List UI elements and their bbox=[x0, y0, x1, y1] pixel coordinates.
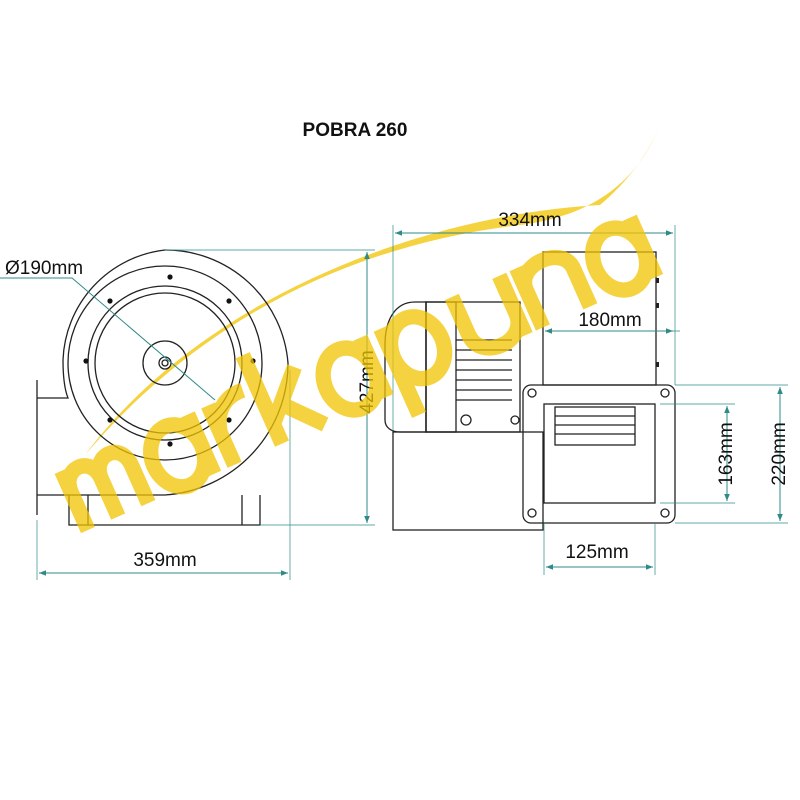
front-view bbox=[36, 249, 289, 526]
watermark-logo bbox=[54, 214, 664, 534]
dimension-width-359: 359mm bbox=[133, 550, 196, 571]
dimension-flange-220: 220mm bbox=[769, 422, 790, 485]
dimension-housing-180: 180mm bbox=[578, 310, 641, 331]
dimension-diameter-190: Ø190mm bbox=[5, 258, 83, 279]
dimension-outlet-163: 163mm bbox=[716, 422, 737, 485]
dimension-length-334: 334mm bbox=[498, 210, 561, 231]
drawing-title: POBRA 260 bbox=[303, 120, 408, 141]
dimension-outlet-125: 125mm bbox=[565, 542, 628, 563]
